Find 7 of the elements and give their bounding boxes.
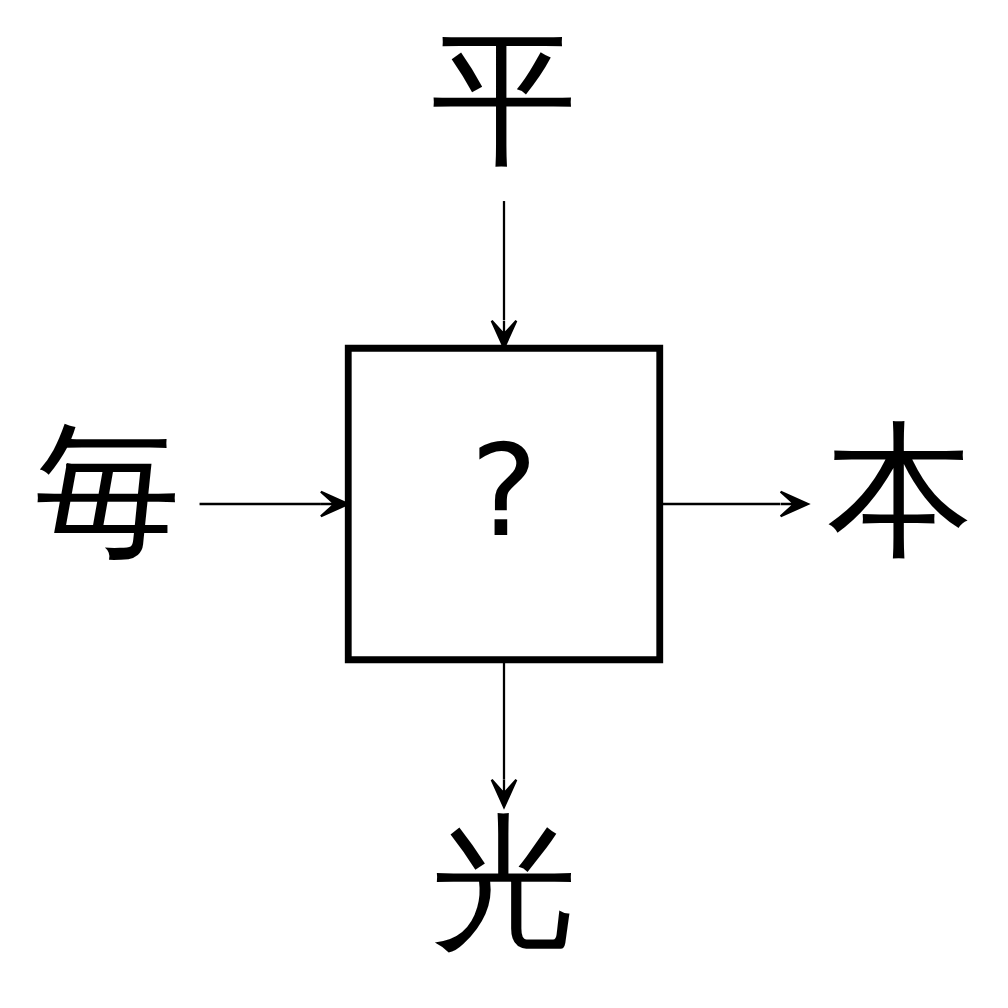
node-box: ? bbox=[344, 344, 664, 664]
node-text: 平 bbox=[431, 13, 577, 183]
arrow bbox=[490, 660, 518, 809]
node-text: 本 bbox=[826, 405, 973, 575]
node-text: 毎 bbox=[35, 405, 182, 575]
node-text: 光 bbox=[431, 798, 577, 968]
arrow bbox=[660, 490, 810, 518]
